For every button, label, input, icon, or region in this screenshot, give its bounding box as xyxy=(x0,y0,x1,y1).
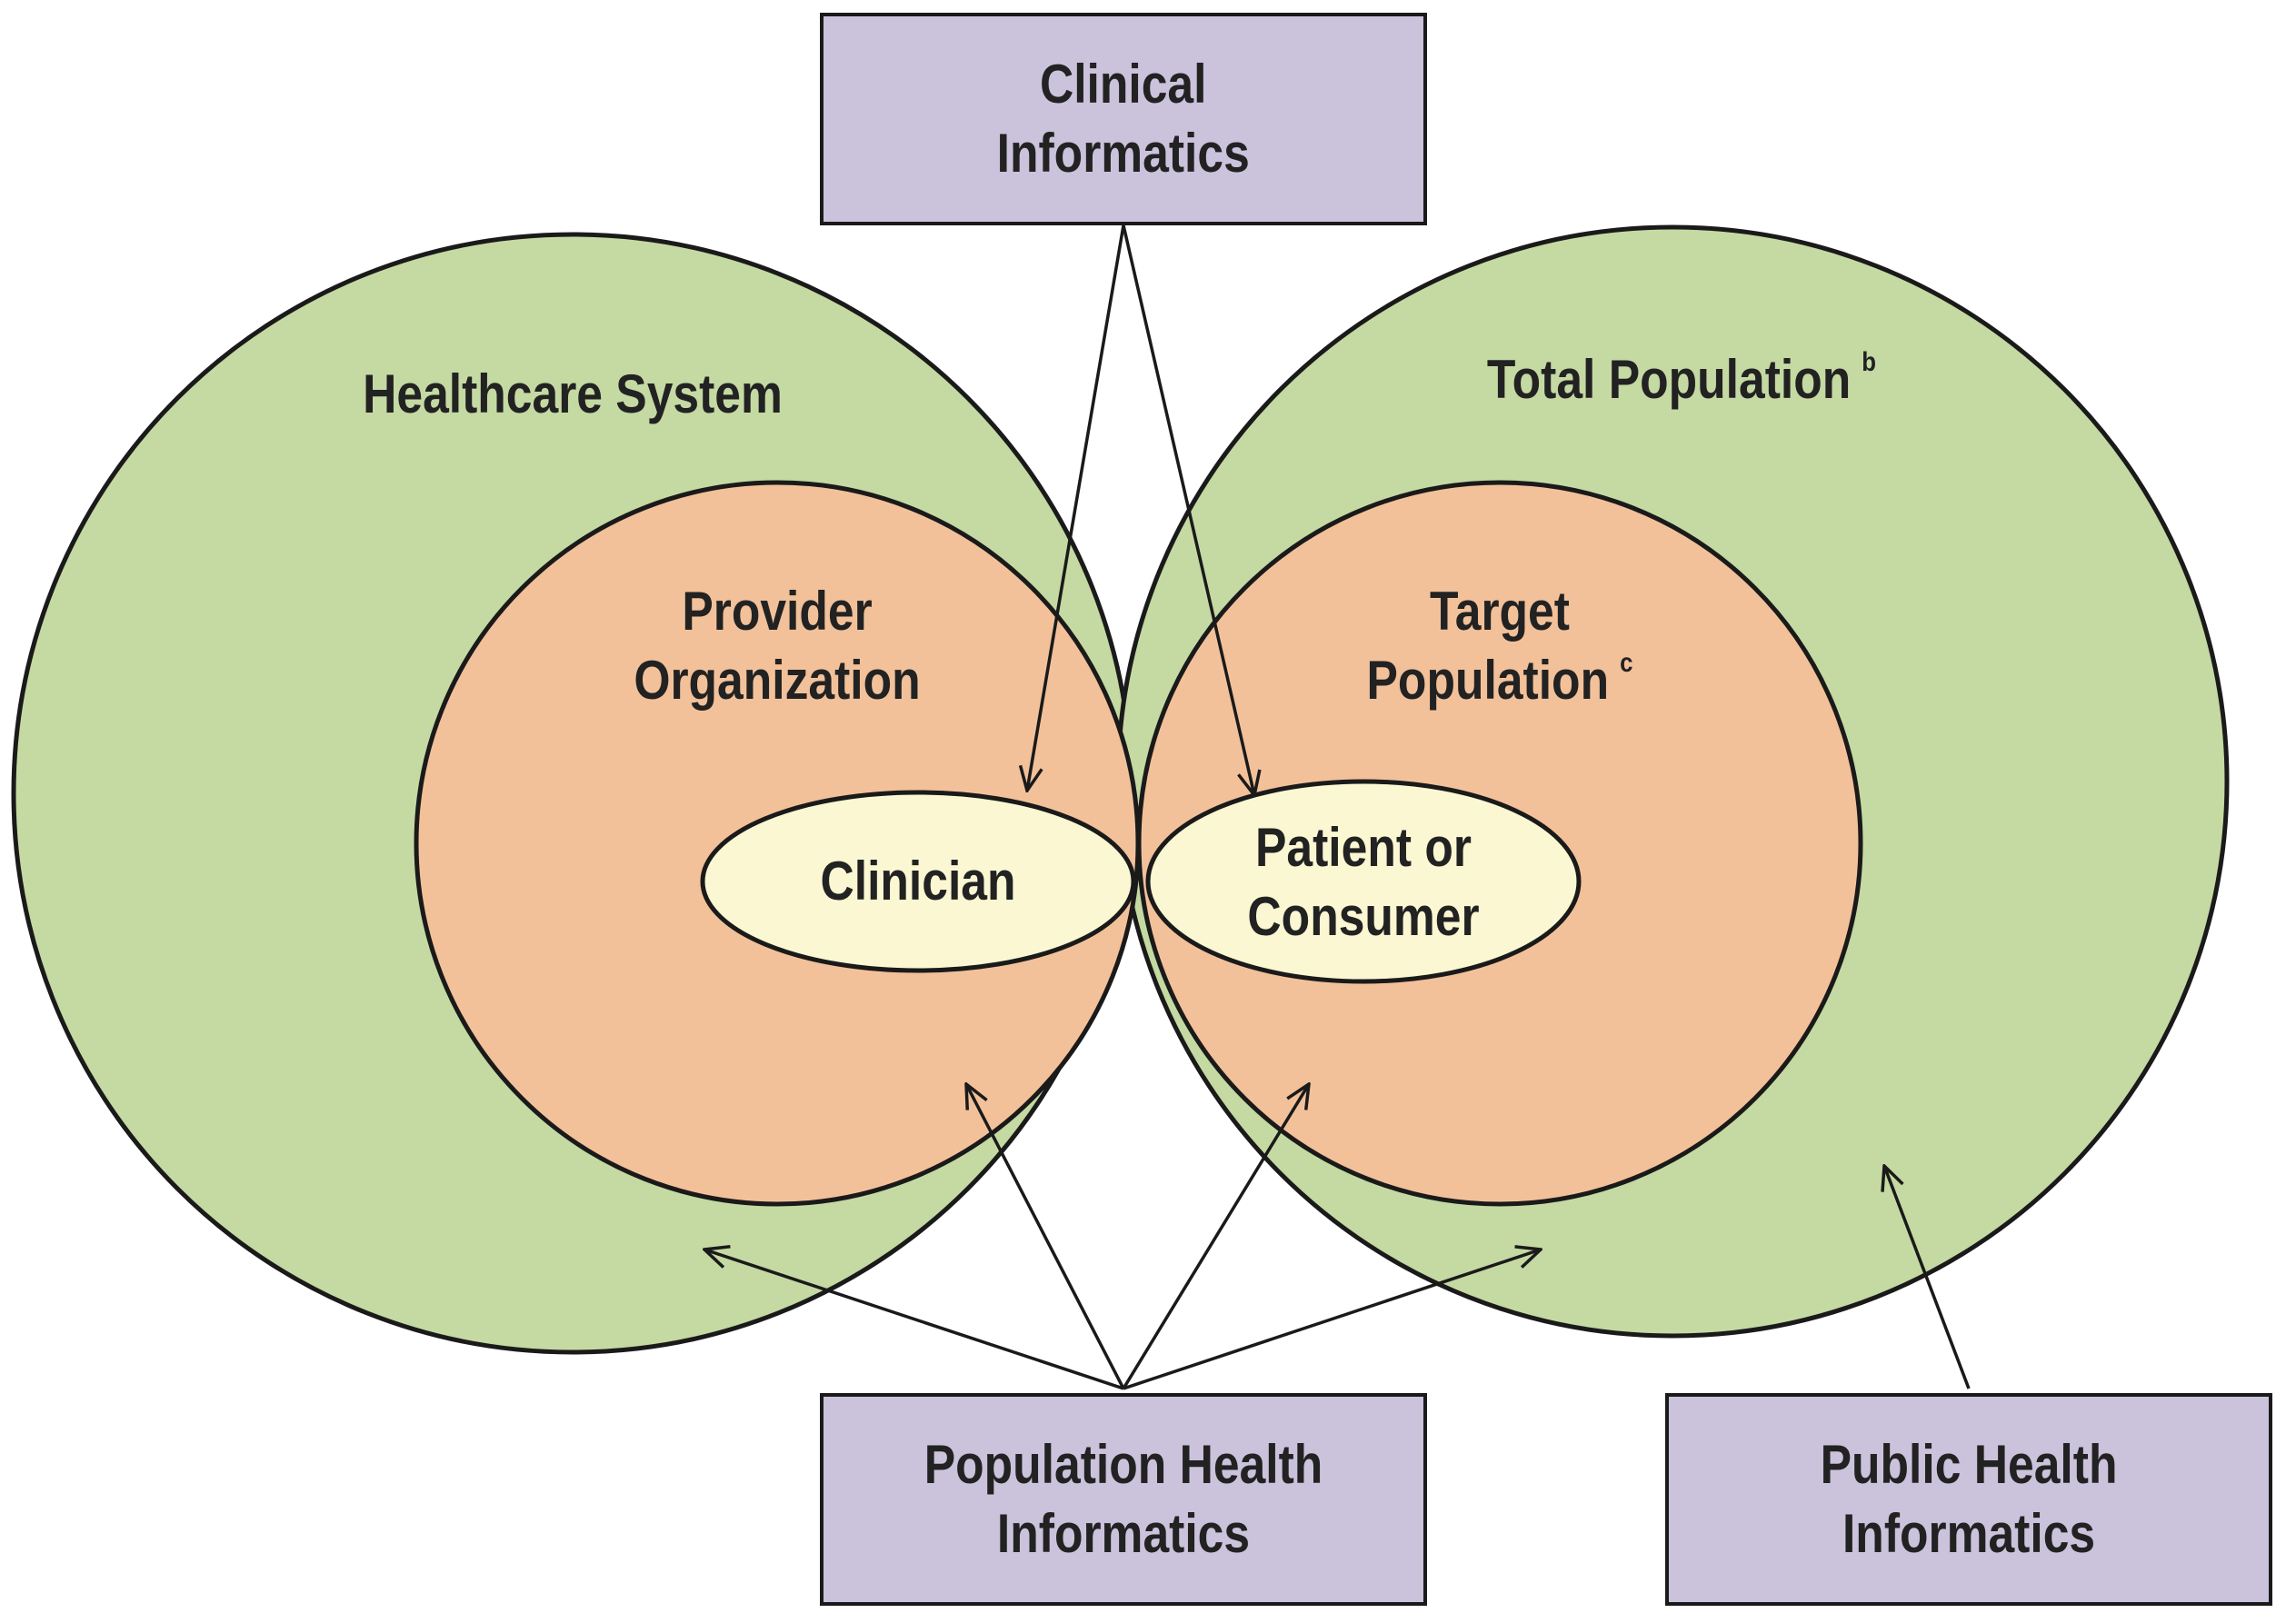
pophealth-to-healthcare-system-arrow xyxy=(704,1250,1124,1390)
patient-consumer-line2: Consumer xyxy=(1247,886,1480,947)
clinician-label: Clinician xyxy=(820,851,1016,911)
patient-consumer-line1: Patient or xyxy=(1255,817,1472,878)
population-health-informatics-line2: Informatics xyxy=(996,1503,1251,1564)
clinical-to-clinician-arrow xyxy=(1027,224,1125,791)
patient-consumer-ellipse xyxy=(1145,779,1582,984)
clinical-informatics-line2: Informatics xyxy=(996,123,1251,184)
publichealth-to-total-population-arrow xyxy=(1884,1166,1971,1389)
total-population-footnote-marker: b xyxy=(1862,347,1877,377)
population-health-informatics-box: Population Health Informatics xyxy=(820,1393,1427,1606)
provider-organization-line1: Provider xyxy=(682,581,873,642)
healthcare-system-label: Healthcare System xyxy=(363,363,783,424)
target-population-footnote-marker: c xyxy=(1620,648,1633,678)
pophealth-to-target-population-arrow xyxy=(1122,1084,1309,1389)
provider-organization-label: Provider Organization xyxy=(582,577,973,715)
pophealth-to-total-population-arrow xyxy=(1123,1250,1541,1390)
provider-organization-line2: Organization xyxy=(634,650,921,711)
patient-consumer-label: Patient or Consumer xyxy=(1207,813,1520,951)
pophealth-to-provider-organization-arrow xyxy=(966,1084,1125,1389)
target-population-line1: Target xyxy=(1430,581,1570,642)
clinical-informatics-line1: Clinical xyxy=(1040,54,1207,115)
clinical-informatics-label: Clinical Informatics xyxy=(997,50,1250,188)
public-health-informatics-line1: Public Health xyxy=(1820,1434,2118,1495)
clinician-ellipse xyxy=(700,790,1136,973)
clinical-informatics-box: Clinical Informatics xyxy=(820,13,1427,225)
population-health-informatics-label: Population Health Informatics xyxy=(924,1430,1323,1568)
public-health-informatics-box: Public Health Informatics xyxy=(1665,1393,2272,1606)
public-health-informatics-label: Public Health Informatics xyxy=(1821,1430,2118,1568)
clinical-to-patient-arrow xyxy=(1122,224,1254,795)
population-health-informatics-line1: Population Health xyxy=(923,1434,1323,1495)
public-health-informatics-line2: Informatics xyxy=(1842,1503,2096,1564)
